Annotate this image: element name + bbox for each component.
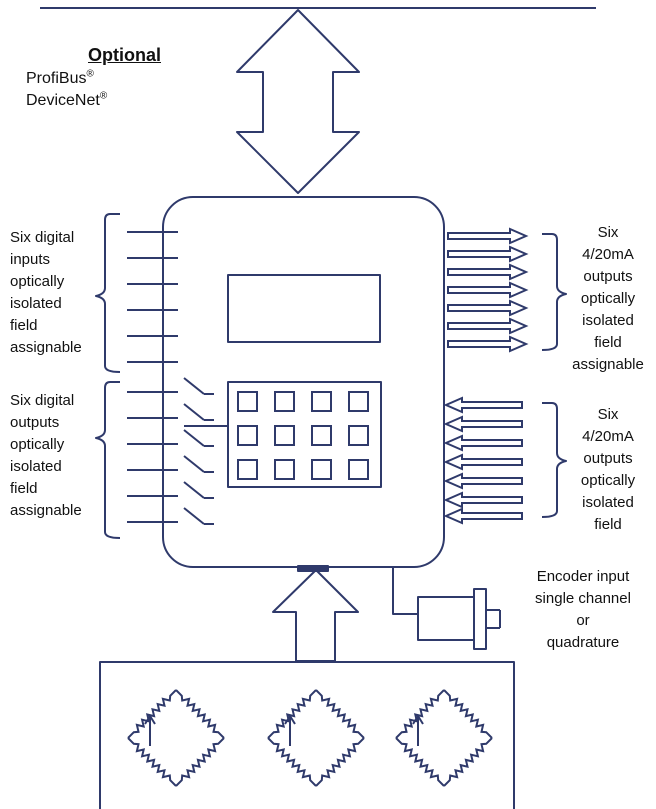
keypad-key xyxy=(274,459,295,480)
analog-output-arrow xyxy=(447,335,529,353)
analog-input-arrow xyxy=(443,472,523,490)
analog-output-arrow xyxy=(447,227,529,245)
keypad-key xyxy=(348,391,369,412)
analog-output-arrow xyxy=(447,263,529,281)
analog-output-arrow xyxy=(447,317,529,335)
analog-input-arrow xyxy=(443,507,523,525)
keypad-key xyxy=(311,391,332,412)
keypad-key xyxy=(237,459,258,480)
optional-heading: Optional xyxy=(88,45,161,65)
bridge-resistor xyxy=(395,737,445,787)
bridge-resistor xyxy=(175,689,225,739)
keypad-key xyxy=(237,391,258,412)
encoder-body xyxy=(417,596,475,641)
output-switch-contact xyxy=(183,481,205,499)
keypad-key xyxy=(348,425,369,446)
arrow-connector xyxy=(297,565,329,572)
analog-output-arrow xyxy=(447,299,529,317)
bridge-resistor xyxy=(315,689,365,739)
output-switch-contact xyxy=(183,455,205,473)
analog-input-arrow xyxy=(443,415,523,433)
controller-display xyxy=(227,274,381,343)
devicenet-label: DeviceNet® xyxy=(26,90,108,109)
left-lower-brace xyxy=(95,381,121,539)
keypad-key xyxy=(348,459,369,480)
output-switch-contact xyxy=(183,429,205,447)
variable-resistor-arrow-head xyxy=(144,714,156,725)
bridge-resistor xyxy=(395,689,445,739)
right-lower-brace xyxy=(541,402,567,518)
output-switch-contact xyxy=(183,403,205,421)
encoder-cable xyxy=(392,566,418,615)
bridge-resistor xyxy=(127,689,177,739)
profibus-label: ProfiBus® xyxy=(26,68,94,87)
bridge-resistor xyxy=(315,737,365,787)
keypad-key xyxy=(311,459,332,480)
bridge-resistor xyxy=(127,737,177,787)
keypad-key xyxy=(237,425,258,446)
left-upper-brace xyxy=(95,213,121,373)
bridge-resistor xyxy=(175,737,225,787)
analog-input-arrow xyxy=(443,434,523,452)
variable-resistor-arrow-head xyxy=(412,714,424,725)
right-upper-brace xyxy=(541,233,567,351)
encoder-flange xyxy=(473,588,487,650)
keypad-key xyxy=(274,425,295,446)
controller-keypad xyxy=(227,381,382,488)
bridge-resistor xyxy=(267,689,317,739)
output-switch-contact xyxy=(183,507,205,525)
analog-input-arrow xyxy=(443,453,523,471)
analog-input-arrow xyxy=(443,396,523,414)
bridge-resistor xyxy=(443,737,493,787)
variable-resistor-arrow-head xyxy=(284,714,296,725)
load-cell-enclosure xyxy=(99,661,515,809)
analog-output-arrow xyxy=(447,281,529,299)
output-switch-contact xyxy=(183,377,205,395)
keypad-key xyxy=(311,425,332,446)
fieldbus-double-arrow xyxy=(236,9,360,194)
signal-up-arrow xyxy=(272,569,359,662)
keypad-key xyxy=(274,391,295,412)
bridge-resistor xyxy=(443,689,493,739)
analog-output-arrow xyxy=(447,245,529,263)
analog-input-arrow xyxy=(443,491,523,509)
bridge-resistor xyxy=(267,737,317,787)
